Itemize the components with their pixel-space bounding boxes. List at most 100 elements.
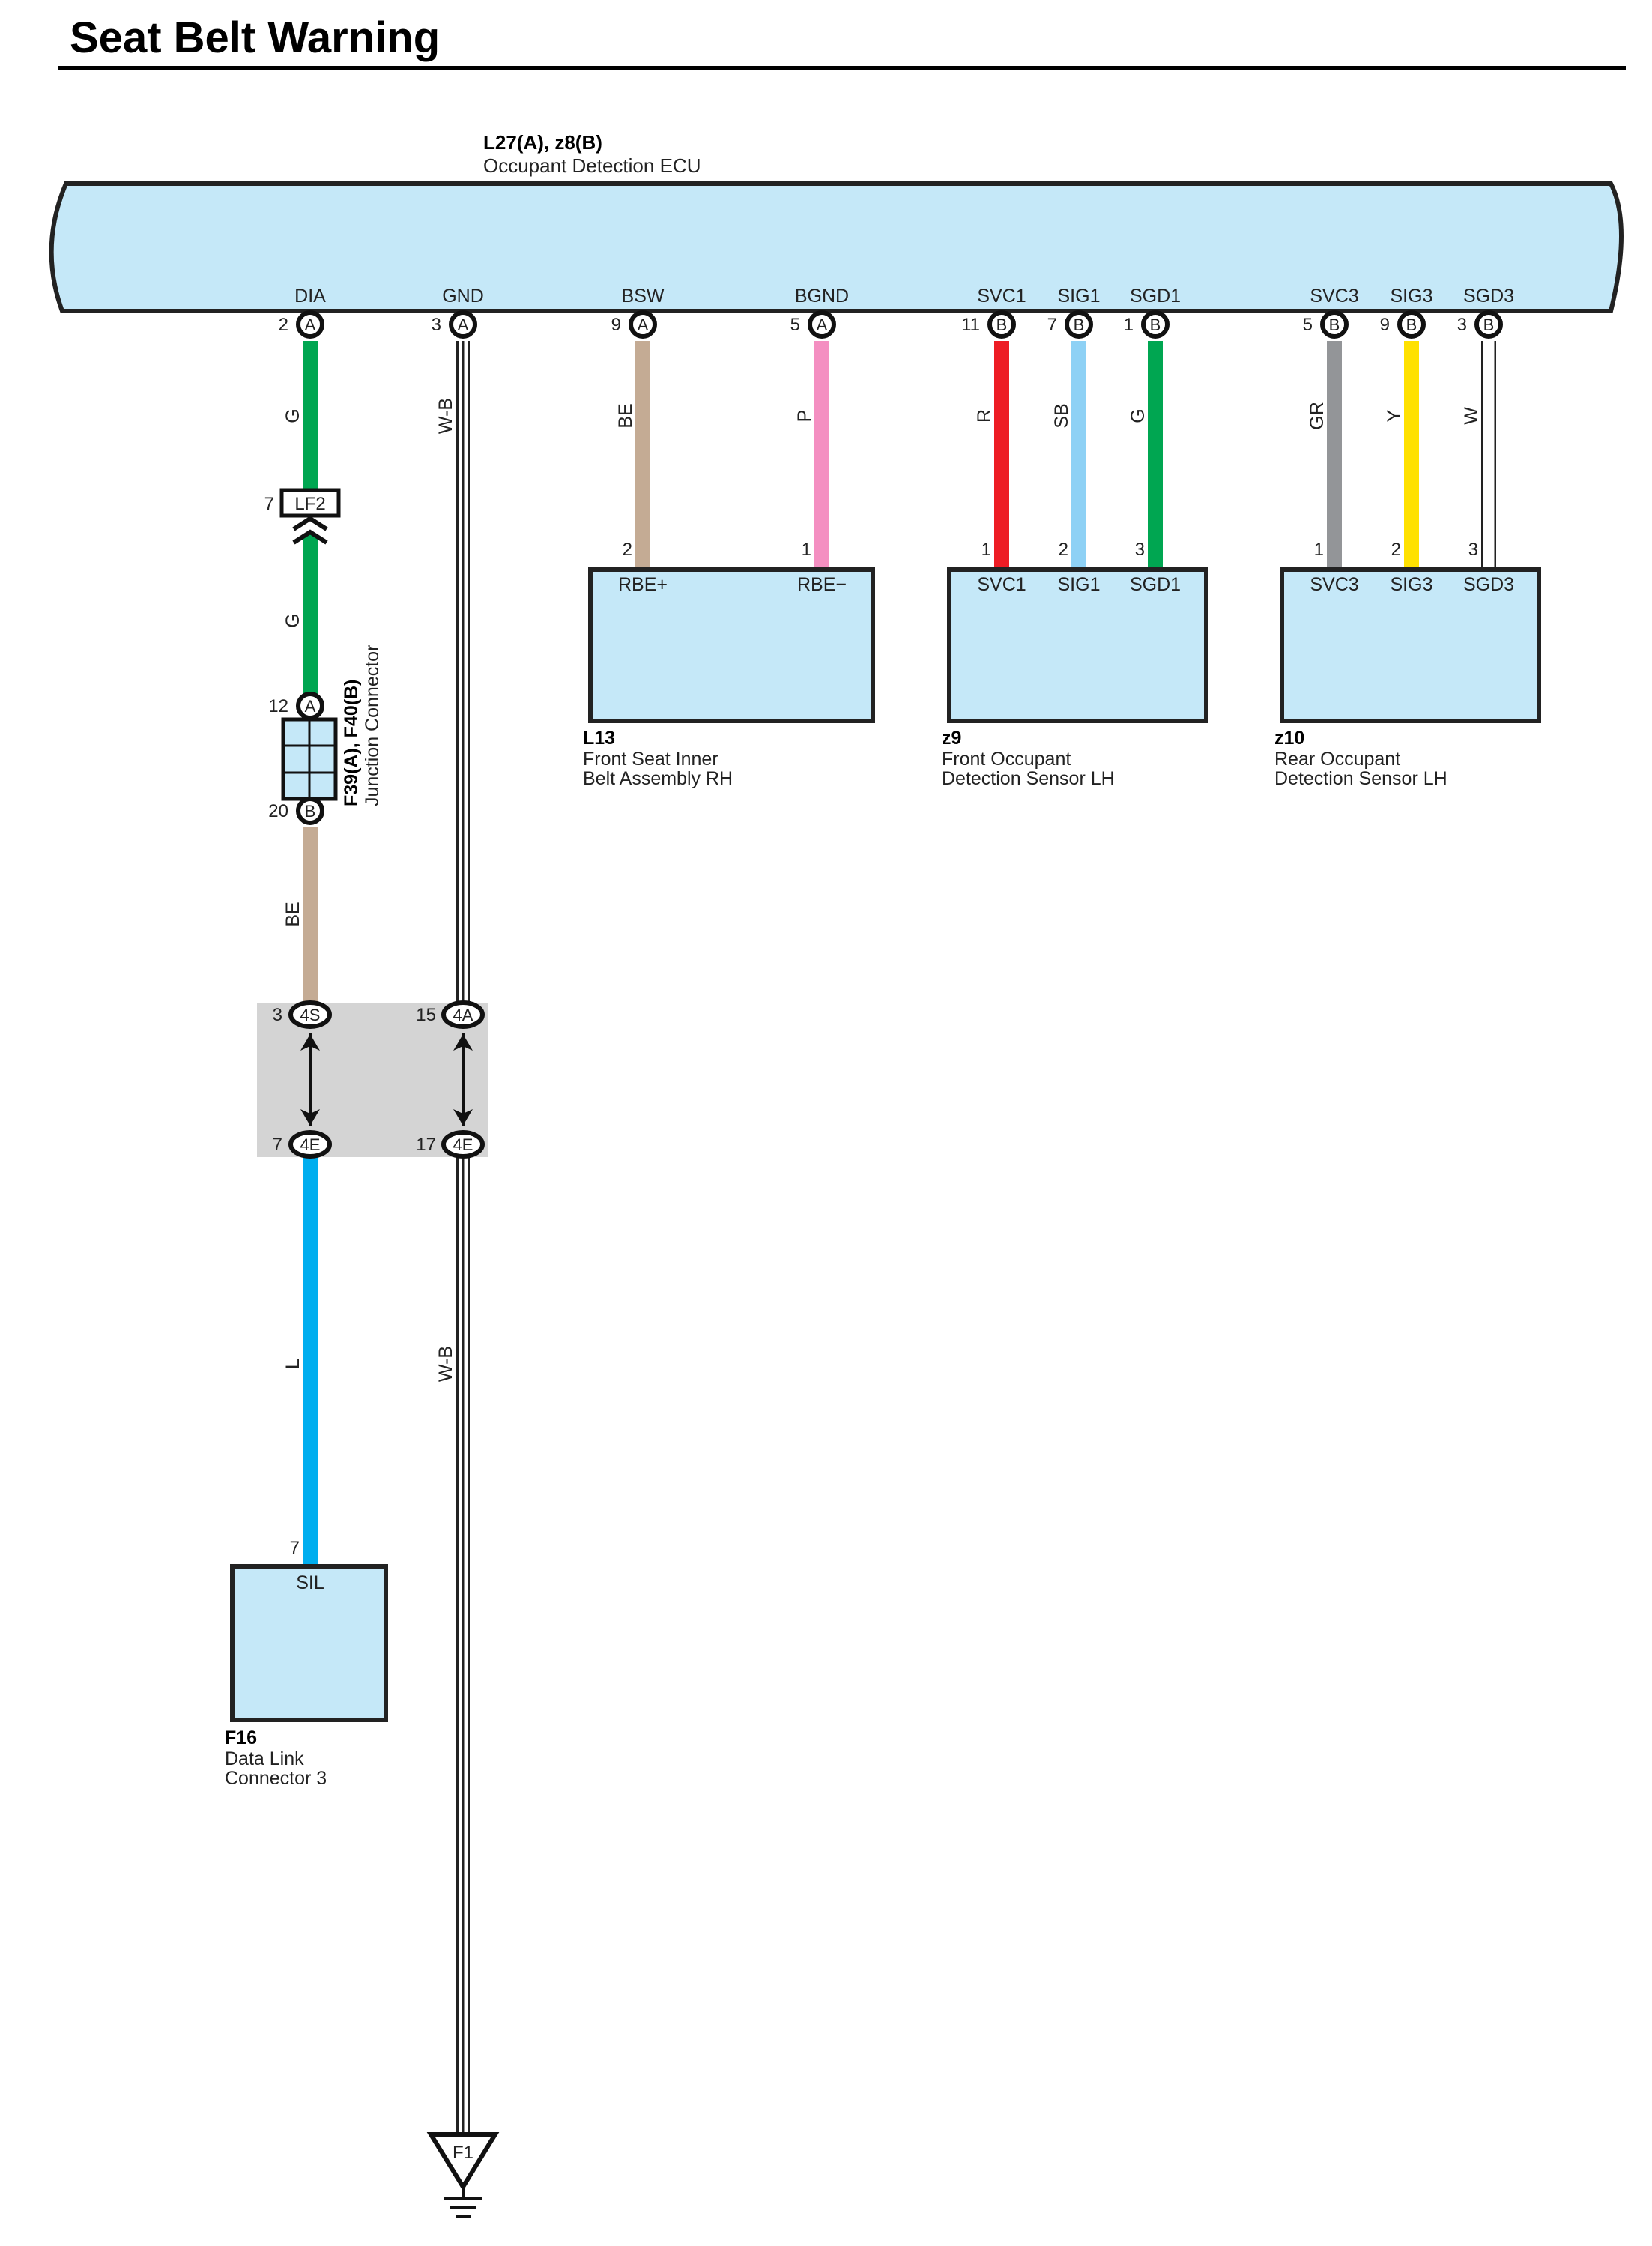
component-name-line1: Data Link <box>225 1748 304 1769</box>
ecu-terminal-pin: 9 <box>1380 315 1390 335</box>
ecu-terminal: 3 A <box>432 310 477 339</box>
component-pin: 2 <box>623 540 632 560</box>
component-terminal-name: SIL <box>296 1572 324 1593</box>
ecu-terminal-name: SVC3 <box>1310 286 1358 307</box>
ecu-terminal-name: BSW <box>622 286 665 307</box>
inline-connector-name: LF2 <box>294 494 325 514</box>
component-terminal-name: SIG1 <box>1058 574 1101 595</box>
component-name-line2: Detection Sensor LH <box>1274 768 1447 789</box>
ecu-terminal-name: DIA <box>294 286 326 307</box>
junction-block-pin: 17 <box>416 1135 436 1155</box>
ecu-terminal-conn: A <box>305 316 316 334</box>
component-pin: 3 <box>1468 540 1478 560</box>
junction-bottom-conn: B <box>305 802 316 821</box>
ecu-terminal-conn: B <box>1329 316 1340 334</box>
wire-color-label: W-B <box>435 398 456 434</box>
wire-color-label: P <box>794 410 815 423</box>
ecu-terminal-pin: 1 <box>1124 315 1134 335</box>
ecu-terminal: 11 B <box>961 310 1016 339</box>
component-terminal-name: SVC1 <box>977 574 1026 595</box>
component-z9: 1 2 3 SVC1 SIG1 SGD1 z9 Front Occupant D… <box>942 540 1208 789</box>
inline-connector-pin: 7 <box>264 494 274 514</box>
ecu-terminal-pin: 3 <box>432 315 441 335</box>
wire-color-label: SB <box>1051 403 1072 428</box>
component-name-line2: Belt Assembly RH <box>583 768 733 789</box>
component-pin: 3 <box>1135 540 1145 560</box>
ground-label: F1 <box>453 2143 473 2163</box>
wire-color-label: G <box>282 408 303 423</box>
ecu-terminal-name: SIG1 <box>1058 286 1101 307</box>
component-terminal-name: SGD1 <box>1130 574 1181 595</box>
junction-block: 3 4S 7 4E 15 4A 17 4E <box>257 1000 488 1159</box>
component-terminal-name: SGD3 <box>1463 574 1514 595</box>
ecu-terminal-name: SIG3 <box>1391 286 1433 307</box>
ecu-name: Occupant Detection ECU <box>483 154 701 177</box>
inline-connector-lf2: 7 LF2 <box>264 488 341 545</box>
junction-top-conn: A <box>305 697 316 716</box>
junction-block-conn: 4E <box>300 1135 321 1154</box>
component-name-line2: Connector 3 <box>225 1768 327 1789</box>
ecu-terminal-conn: B <box>1150 316 1161 334</box>
ecu-terminal-pin: 11 <box>961 315 980 335</box>
component-terminal-name: RBE− <box>797 574 847 595</box>
junction-block-pin: 15 <box>416 1005 436 1025</box>
ecu-terminal-pin: 2 <box>279 315 288 335</box>
wire-color-label: BE <box>282 902 303 926</box>
junction-block-conn: 4A <box>453 1006 473 1024</box>
ecu-terminal-conn: B <box>1074 316 1085 334</box>
wire-color-label: G <box>282 613 303 627</box>
junction-block-pin: 7 <box>273 1135 282 1155</box>
junction-block-pin: 3 <box>273 1005 282 1025</box>
wire-color-label: R <box>974 409 995 423</box>
ecu-terminal-conn: B <box>1483 316 1495 334</box>
ecu-terminal-pin: 5 <box>790 315 800 335</box>
component-id: L13 <box>583 728 615 749</box>
component-name-line2: Detection Sensor LH <box>942 768 1115 789</box>
ecu-terminal: 3 B <box>1457 310 1503 339</box>
wire-color-label: G <box>1128 408 1149 423</box>
junction-connector-id: F39(A), F40(B) <box>341 680 362 806</box>
ecu-connector-id: L27(A), z8(B) <box>483 131 602 154</box>
ecu-terminal-name: BGND <box>795 286 849 307</box>
ecu-terminal-conn: A <box>458 316 469 334</box>
component-id: z10 <box>1274 728 1304 749</box>
junction-top-pin: 12 <box>268 696 288 716</box>
page-title: Seat Belt Warning <box>70 13 440 62</box>
ecu-terminal: 1 B <box>1124 310 1170 339</box>
junction-block-conn: 4S <box>300 1006 321 1024</box>
ecu-terminal-name: SVC1 <box>977 286 1026 307</box>
ecu-terminal-conn: B <box>1406 316 1417 334</box>
component-l13: 2 1 RBE+ RBE− L13 Front Seat Inner Belt … <box>583 540 875 789</box>
junction-connector: 12 A 20 B F39(A), F40(B) Junction Connec… <box>268 645 383 825</box>
ecu-terminal-name: SGD1 <box>1130 286 1181 307</box>
ecu-terminal-conn: A <box>817 316 828 334</box>
component-name-line1: Front Occupant <box>942 749 1071 770</box>
wire-color-label: W <box>1461 407 1482 425</box>
component-pin: 1 <box>802 540 811 560</box>
component-terminal-name: SVC3 <box>1310 574 1358 595</box>
wire-color-label: GR <box>1307 402 1328 430</box>
wire-color-label: Y <box>1384 409 1405 422</box>
component-name-line1: Rear Occupant <box>1274 749 1400 770</box>
junction-bottom-pin: 20 <box>268 801 288 821</box>
component-id: z9 <box>942 728 961 749</box>
ecu-terminal: 5 B <box>1303 310 1349 339</box>
component-pin: 7 <box>290 1538 300 1558</box>
wire-color-label: BE <box>615 403 636 428</box>
component-pin: 2 <box>1059 540 1068 560</box>
ecu-terminal-pin: 7 <box>1047 315 1057 335</box>
component-z10: 1 2 3 SVC3 SIG3 SGD3 z10 Rear Occupant D… <box>1274 540 1541 789</box>
junction-block-conn: 4E <box>453 1135 473 1154</box>
ecu-terminal: 9 A <box>611 310 657 339</box>
ecu-terminal: 2 A <box>279 310 324 339</box>
ecu-terminal-pin: 5 <box>1303 315 1313 335</box>
component-pin: 1 <box>981 540 991 560</box>
ecu-terminal-conn: A <box>638 316 649 334</box>
wire-color-label: L <box>282 1359 303 1369</box>
ecu-terminal: 7 B <box>1047 310 1093 339</box>
component-pin: 1 <box>1314 540 1324 560</box>
ecu-terminal-conn: B <box>996 316 1008 334</box>
component-name-line1: Front Seat Inner <box>583 749 718 770</box>
wire-color-label: W-B <box>435 1346 456 1382</box>
